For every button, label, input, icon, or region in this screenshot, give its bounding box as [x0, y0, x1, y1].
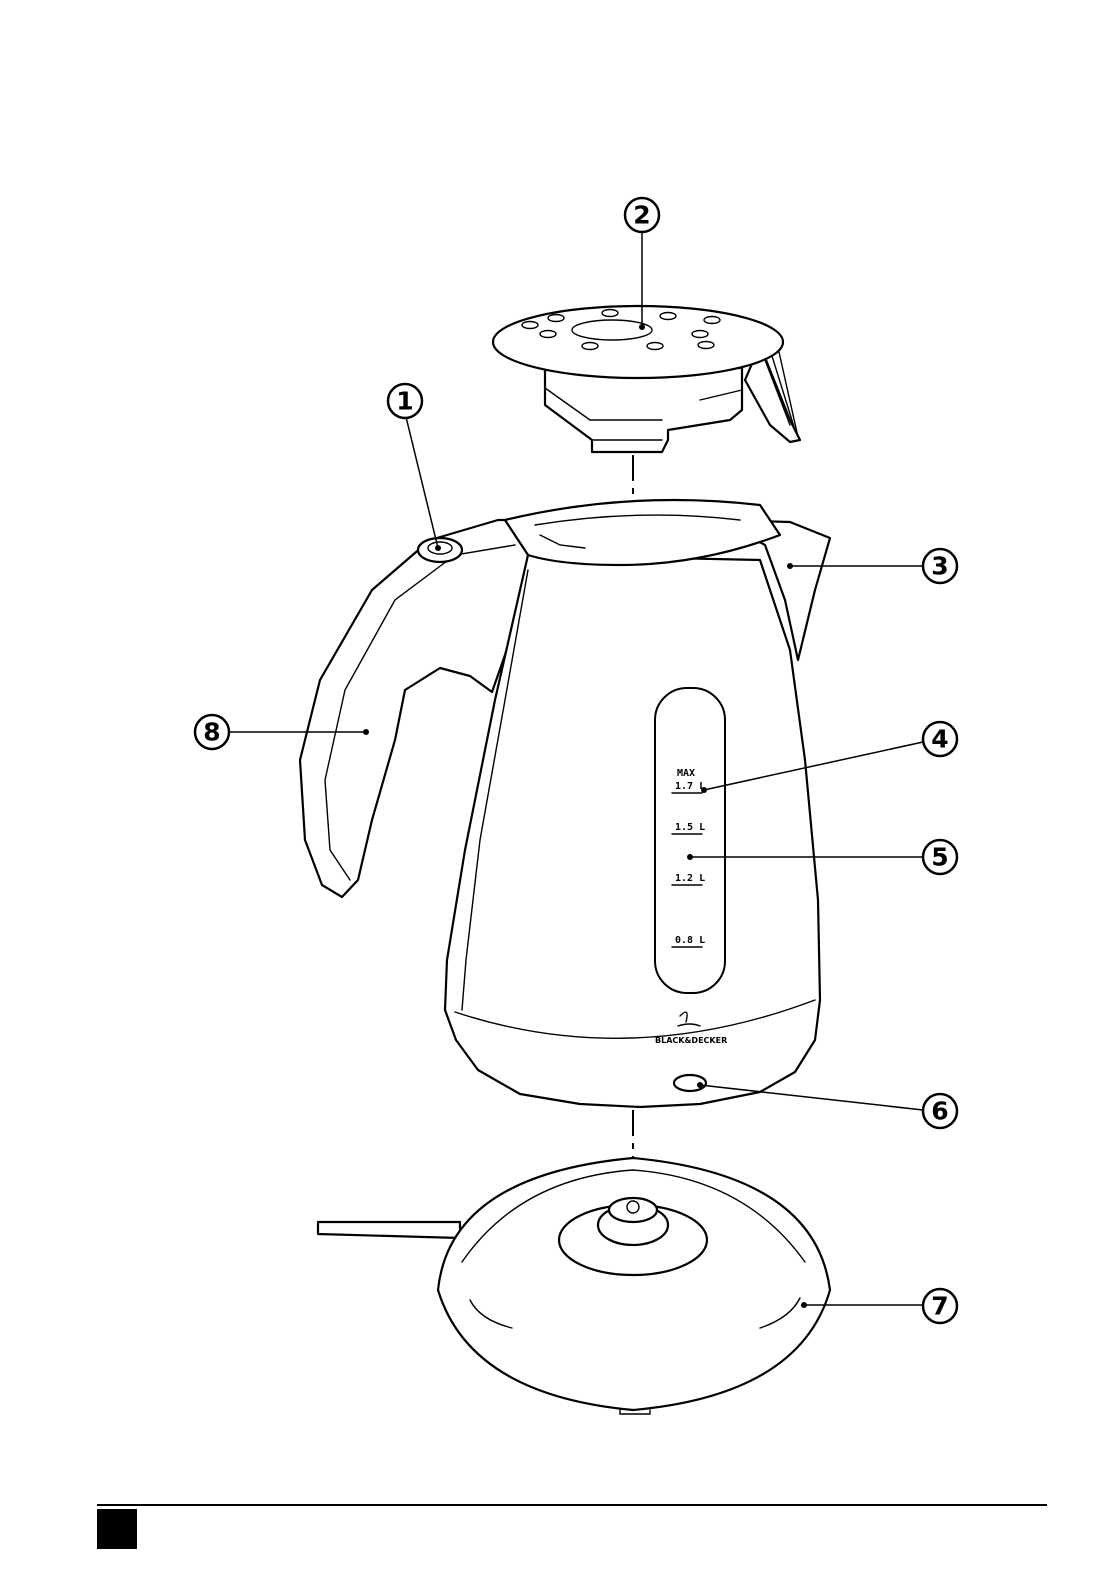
callout-6: 6 — [923, 1094, 957, 1128]
svg-text:1: 1 — [396, 387, 413, 416]
svg-text:6: 6 — [931, 1097, 948, 1126]
power-base — [318, 1158, 830, 1414]
svg-text:8: 8 — [203, 718, 220, 747]
callout-2: 2 — [625, 198, 659, 232]
svg-text:7: 7 — [931, 1292, 948, 1321]
callout-7: 7 — [923, 1289, 957, 1323]
callout-8: 8 — [195, 715, 229, 749]
svg-text:1.7 L: 1.7 L — [675, 781, 705, 792]
svg-text:0.8 L: 0.8 L — [675, 935, 705, 946]
svg-text:2: 2 — [633, 201, 650, 230]
svg-text:1.2 L: 1.2 L — [675, 873, 705, 884]
callout-4: 4 — [923, 722, 957, 756]
page-tab-marker — [97, 1509, 137, 1549]
callout-1: 1 — [388, 384, 422, 418]
callout-3: 3 — [923, 549, 957, 583]
svg-text:4: 4 — [931, 725, 948, 754]
svg-text:5: 5 — [931, 843, 948, 872]
footer-rule — [97, 1504, 1047, 1506]
svg-text:3: 3 — [931, 552, 948, 581]
svg-text:1.5 L: 1.5 L — [675, 822, 705, 833]
svg-text:BLACK&DECKER: BLACK&DECKER — [655, 1036, 727, 1045]
svg-text:MAX: MAX — [677, 768, 695, 779]
callout-5: 5 — [923, 840, 957, 874]
lid-filter — [493, 306, 800, 452]
